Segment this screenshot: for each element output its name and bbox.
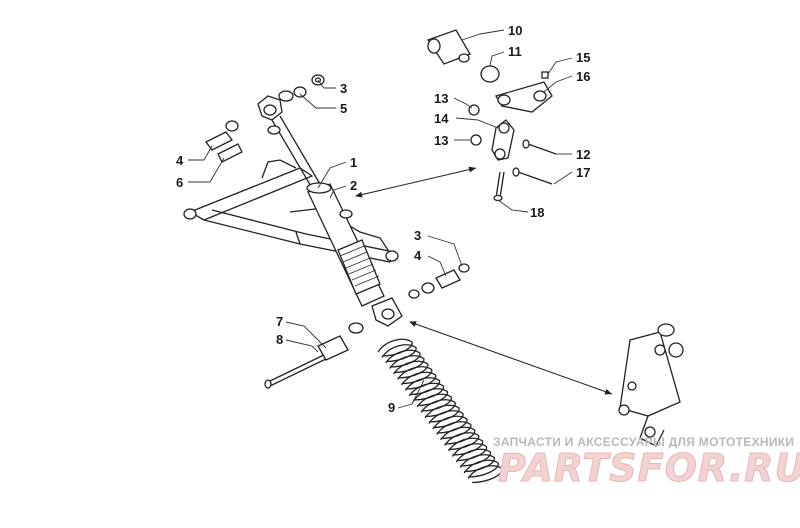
coil-spring bbox=[377, 338, 503, 484]
leader-lines bbox=[188, 29, 573, 409]
rocker-linkage bbox=[426, 29, 557, 202]
callout-14: 14 bbox=[434, 111, 449, 126]
callout-17: 17 bbox=[576, 165, 590, 180]
callout-3-lower: 3 bbox=[414, 228, 421, 243]
callout-12: 12 bbox=[576, 147, 590, 162]
callout-13-lower: 13 bbox=[434, 133, 448, 148]
callout-3: 3 bbox=[340, 81, 347, 96]
callout-4: 4 bbox=[176, 153, 184, 168]
callout-4-lower: 4 bbox=[414, 248, 422, 263]
shock-absorber bbox=[257, 95, 403, 327]
spring-coil bbox=[467, 465, 503, 484]
callout-1: 1 bbox=[350, 155, 357, 170]
callout-5: 5 bbox=[340, 101, 347, 116]
callout-18: 18 bbox=[530, 205, 544, 220]
callout-13: 13 bbox=[434, 91, 448, 106]
callout-8: 8 bbox=[276, 332, 283, 347]
callout-6: 6 bbox=[176, 175, 183, 190]
callout-labels: 1 2 3 5 4 6 3 4 7 8 9 10 11 15 16 13 14 … bbox=[176, 23, 590, 415]
top-mount-hardware bbox=[205, 74, 325, 163]
callout-2: 2 bbox=[350, 178, 357, 193]
callout-11: 11 bbox=[508, 44, 522, 59]
watermark: ЗАПЧАСТИ И АКСЕССУАРЫ ДЛЯ МОТОТЕХНИКИ PA… bbox=[493, 435, 800, 491]
watermark-brand: PARTSFOR.RU bbox=[498, 446, 800, 490]
shock-reference-view bbox=[618, 323, 684, 447]
callout-15: 15 bbox=[576, 50, 590, 65]
callout-16: 16 bbox=[576, 69, 590, 84]
lower-mount-hardware bbox=[264, 263, 470, 389]
callout-9: 9 bbox=[388, 400, 395, 415]
callout-7: 7 bbox=[276, 314, 283, 329]
a-arm bbox=[183, 159, 399, 263]
watermark-tagline: ЗАПЧАСТИ И АКСЕССУАРЫ ДЛЯ МОТОТЕХНИКИ bbox=[493, 435, 794, 449]
reference-arrow-lower bbox=[409, 321, 613, 395]
reference-arrow-upper bbox=[355, 166, 477, 198]
callout-10: 10 bbox=[508, 23, 522, 38]
spring-coil bbox=[463, 459, 499, 478]
